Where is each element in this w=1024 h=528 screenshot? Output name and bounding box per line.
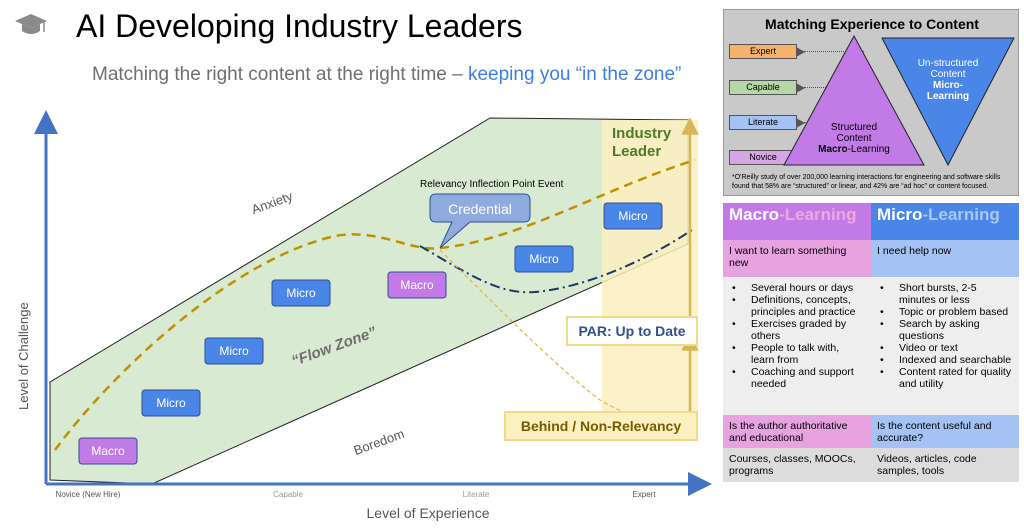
subtitle-main: Matching the right content at the right … [92,64,468,85]
unstructured-line1: Un-structured [917,58,979,69]
micro-box-label: Micro [156,396,186,410]
micro-box: Micro [603,202,663,230]
x-tick-expert: Expert [632,490,656,499]
macro-list-item: Several hours or days [729,282,865,294]
macro-list-item: Definitions, concepts, principles and pr… [729,294,865,318]
graduation-cap-icon [15,14,47,34]
subtitle-highlight: keeping you “in the zone” [467,64,682,85]
structured-bold: Macro [818,144,848,155]
micro-box-label: Micro [219,344,249,358]
macro-list-item: People to talk with, learn from [729,342,865,366]
inflection-label: Relevancy Inflection Point Event [420,179,564,190]
unstructured-line2: Content [930,69,966,80]
relevancy-curve [419,227,696,294]
micro-box: Micro [204,337,264,365]
study-note: *O'Reilly study of over 200,000 learning… [732,174,1001,190]
level-expert: Expert [729,44,805,59]
content-triangles [783,34,1015,167]
structured-triangle [783,34,925,166]
structured-rest: -Learning [847,144,890,155]
structured-text: Structured Content Macro-Learning [814,122,894,155]
macro-question: Is the author authoritative and educatio… [723,415,871,448]
micro-box-label: Micro [286,286,316,300]
anxiety-label: Anxiety [249,188,295,217]
macro-item-list: Several hours or daysDefinitions, concep… [729,282,865,390]
macro-items: Several hours or daysDefinitions, concep… [723,277,871,415]
structured-line2: Content [836,133,872,144]
credential-label: Credential [448,201,512,217]
unstructured-bold1: Micro- [933,80,963,91]
industry-leader-line2: Leader [612,143,661,160]
learning-comparison-table: Macro-Learning Micro-Learning I want to … [723,203,1019,482]
micro-examples: Videos, articles, code samples, tools [871,448,1019,482]
micro-header: Micro-Learning [871,203,1019,240]
macro-list-item: Coaching and support needed [729,366,865,390]
flow-curve [53,158,696,451]
unstructured-text: Un-structured Content Micro- Learning [908,58,988,102]
macro-box-label: Macro [400,278,434,292]
behind-label: Behind / Non-Relevancy [521,418,681,434]
micro-box: Micro [141,389,201,417]
credential-callout: Credential [429,193,531,249]
macro-box-label: Macro [91,444,125,458]
experience-content-panel: Matching Experience to Content Expert Ca… [723,9,1019,196]
level-capable: Capable [729,80,805,95]
micro-need: I need help now [871,240,1019,277]
micro-list-item: Search by asking questions [877,318,1013,342]
micro-question: Is the content useful and accurate? [871,415,1019,448]
macro-need: I want to learn something new [723,240,871,277]
level-literate: Literate [729,115,805,130]
macro-box: Macro [387,271,447,299]
unstructured-triangle [881,37,1015,167]
unstructured-bold2: Learning [926,91,970,102]
structured-line1: Structured [830,122,878,133]
decline-curve [439,249,691,431]
macro-box: Macro [78,437,138,465]
page-subtitle: Matching the right content at the right … [92,64,681,86]
industry-leader-line1: Industry [612,125,672,142]
macro-header: Macro-Learning [723,203,871,240]
industry-leader-zone [602,120,698,428]
y-axis-label: Level of Challenge [16,302,31,410]
macro-examples: Courses, classes, MOOCs, programs [723,448,871,482]
par-label: PAR: Up to Date [578,323,685,339]
page-title: AI Developing Industry Leaders [76,8,523,44]
x-tick-novice: Novice (New Hire) [56,490,121,499]
micro-box: Micro [514,245,574,273]
micro-box-label: Micro [529,252,559,266]
level-line-expert [804,51,864,52]
par-label-box: PAR: Up to Date [566,316,698,346]
boredom-label: Boredom [352,426,407,458]
micro-list-item: Short bursts, 2-5 minutes or less [877,282,1013,306]
micro-box: Micro [271,279,331,307]
micro-box-label: Micro [618,209,648,223]
micro-list-item: Indexed and searchable [877,354,1013,366]
panel-title: Matching Experience to Content [765,16,979,32]
micro-list-item: Topic or problem based [877,306,1013,318]
behind-label-box: Behind / Non-Relevancy [504,411,698,441]
flow-zone-diagram: Anxiety Boredom “Flow Zone” Industry Lea… [16,110,712,521]
micro-list-item: Video or text [877,342,1013,354]
x-axis-label: Level of Experience [367,505,490,521]
macro-list-item: Exercises graded by others [729,318,865,342]
x-tick-capable: Capable [273,490,303,499]
micro-items: Short bursts, 2-5 minutes or lessTopic o… [871,277,1019,415]
x-tick-literate: Literate [463,490,490,499]
micro-item-list: Short bursts, 2-5 minutes or lessTopic o… [877,282,1013,390]
micro-list-item: Content rated for quality and utility [877,366,1013,390]
